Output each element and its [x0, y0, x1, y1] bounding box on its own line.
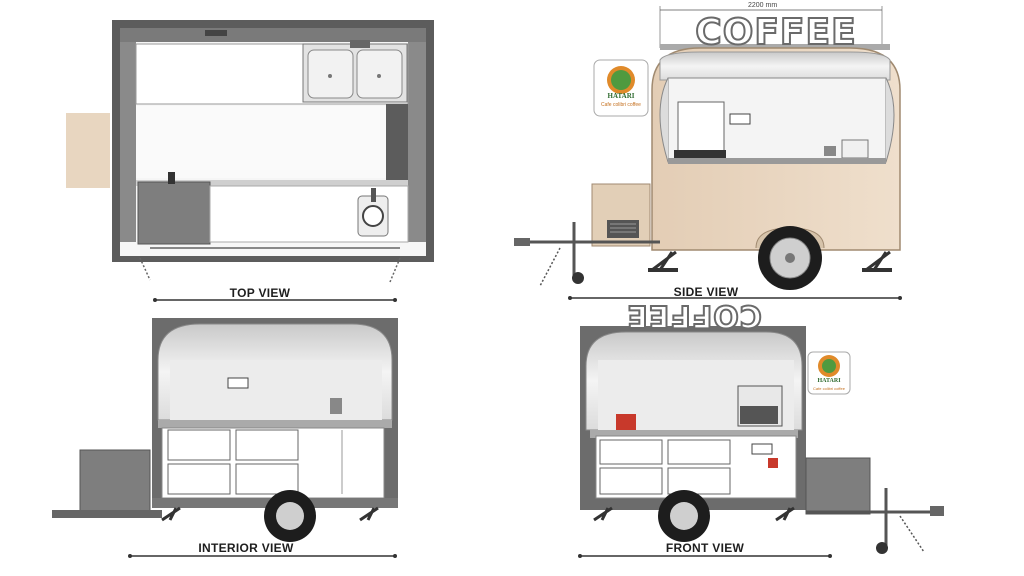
front-view-logo-tagline: Cafe colibri coffee	[813, 386, 845, 391]
side-view-fridge	[677, 101, 725, 157]
side-view-stabilizer-right	[865, 250, 891, 272]
front-view-sign: COFFEE	[625, 297, 763, 334]
side-view-awning	[659, 51, 891, 81]
top-view-hitch-panel	[66, 113, 110, 188]
side-view-logo-tagline: Cafe colibri coffee	[601, 102, 641, 108]
interior-view-generator-box	[79, 449, 151, 513]
front-view-grinder	[616, 414, 636, 430]
length-dimension-label: 2200 mm	[748, 2, 778, 9]
front-view-logo-brand: HATARI	[817, 378, 841, 384]
top-view	[66, 20, 434, 302]
front-view-socket	[751, 443, 773, 455]
front-view-switch	[768, 458, 778, 468]
top-view-generator-box	[137, 181, 211, 245]
side-view-logo	[593, 59, 649, 117]
interior-view-faucet-icon	[330, 398, 342, 414]
top-view-caption: TOP VIEW	[229, 286, 291, 300]
front-view	[578, 326, 944, 558]
top-view-sink-left	[307, 49, 354, 99]
interior-view-socket	[227, 377, 249, 389]
top-view-sink-right	[356, 49, 403, 99]
side-view	[514, 6, 902, 300]
side-view-socket	[729, 113, 751, 125]
front-view-caption: FRONT VIEW	[665, 541, 745, 555]
front-view-logo	[807, 351, 851, 395]
front-view-sign-text: COFFEE	[626, 298, 762, 333]
side-view-caption: SIDE VIEW	[673, 285, 739, 299]
faucet-icon	[350, 40, 370, 48]
side-view-faucet-icon	[824, 146, 836, 156]
interior-view-caption: INTERIOR VIEW	[198, 541, 294, 555]
side-view-logo-brand: HATARI	[607, 92, 635, 100]
front-view-generator-box	[805, 457, 871, 515]
side-view-sign-text: COFFEE	[695, 12, 856, 53]
side-view-stabilizer-left	[651, 250, 677, 272]
interior-view	[52, 318, 398, 558]
